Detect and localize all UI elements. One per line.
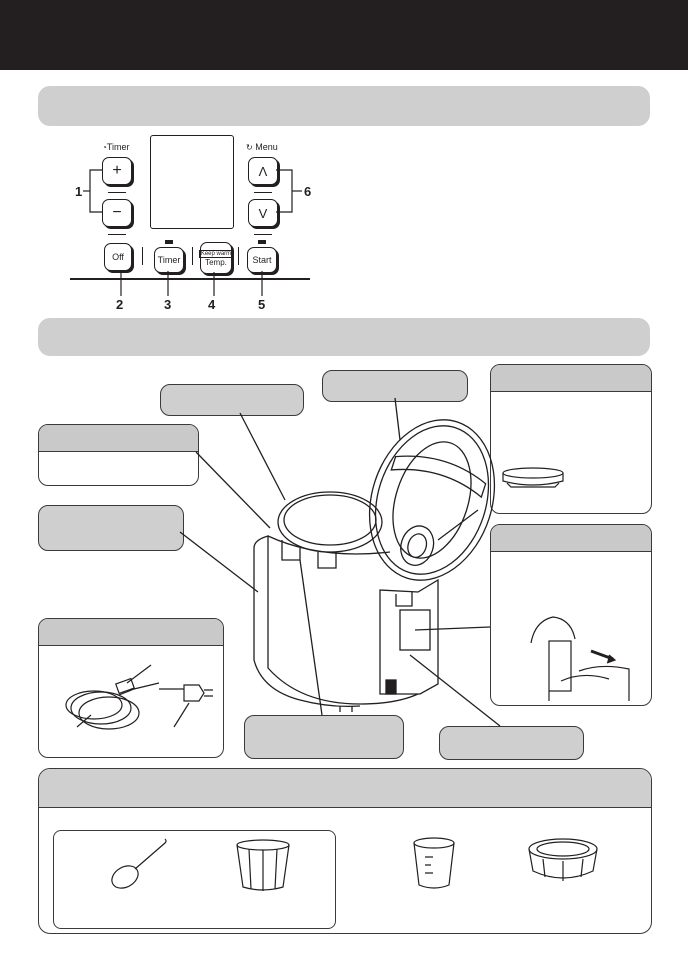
- separator: [238, 247, 239, 265]
- divider: [108, 234, 126, 235]
- callout-header: [39, 425, 198, 452]
- callout-header: [39, 619, 223, 646]
- water-tank-removal-icon: [530, 616, 630, 701]
- accessories-panel: [38, 768, 652, 934]
- keep-warm-temp-button[interactable]: Keep warm Temp.: [198, 242, 234, 274]
- callout-box-steam-vent: [38, 424, 199, 486]
- callout-number-6: 6: [304, 184, 312, 199]
- inner-lid-icon: [502, 467, 564, 488]
- refresh-icon: ↻: [246, 143, 253, 152]
- callout-number-3: 3: [164, 297, 172, 312]
- keep-warm-label: Keep warm: [198, 249, 234, 258]
- timer-top-label: ◔Timer: [102, 142, 130, 152]
- callout-box-power-cord: [38, 618, 224, 758]
- callout-label-body: [38, 505, 184, 551]
- minus-button[interactable]: −: [102, 199, 132, 227]
- control-panel: ◔Timer ↻ Menu + − Λ V Off Timer Keep war…: [70, 130, 320, 312]
- callout-header: [491, 525, 651, 552]
- section-bar-parts: [38, 318, 650, 356]
- display-screen: [150, 135, 234, 229]
- plus-button[interactable]: +: [102, 157, 132, 185]
- standard-accessories-box: [53, 830, 336, 929]
- callout-label-lid: [322, 370, 468, 402]
- temp-label: Temp.: [205, 257, 227, 267]
- callout-number-4: 4: [208, 297, 216, 312]
- up-button[interactable]: Λ: [248, 157, 278, 185]
- power-cord-icon: [65, 664, 213, 730]
- callout-label-steam-cap: [244, 715, 404, 759]
- callout-label-inner-pot: [160, 384, 304, 416]
- separator: [192, 247, 193, 265]
- callout-box-inner-lid: [490, 364, 652, 514]
- callout-label-control-panel: [439, 726, 584, 760]
- timer-indicator-light: [165, 240, 173, 244]
- steam-basket-icon: [236, 839, 290, 891]
- callout-box-water-tank: [490, 524, 652, 706]
- menu-top-label: ↻ Menu: [246, 142, 278, 152]
- start-button[interactable]: Start: [247, 247, 277, 273]
- separator: [142, 247, 143, 265]
- top-header-bar: [0, 0, 688, 70]
- steaming-insert-icon: [528, 838, 598, 881]
- callout-number-2: 2: [116, 297, 124, 312]
- down-button[interactable]: V: [248, 199, 278, 227]
- panel-base-line: [70, 278, 310, 280]
- divider: [254, 192, 272, 193]
- callout-number-5: 5: [258, 297, 266, 312]
- rice-spoon-icon: [111, 838, 167, 889]
- callout-header: [491, 365, 651, 392]
- timer-button[interactable]: Timer: [154, 247, 184, 273]
- accessories-header: [39, 769, 651, 808]
- callout-number-1: 1: [75, 184, 83, 199]
- control-panel-leader-lines: [83, 169, 302, 296]
- start-indicator-light: [258, 240, 266, 244]
- divider: [108, 192, 126, 193]
- divider: [254, 234, 272, 235]
- clock-icon: ◔: [102, 143, 107, 152]
- section-bar-control-panel: [38, 86, 650, 126]
- off-button[interactable]: Off: [104, 243, 132, 271]
- measuring-cup-icon: [413, 837, 455, 889]
